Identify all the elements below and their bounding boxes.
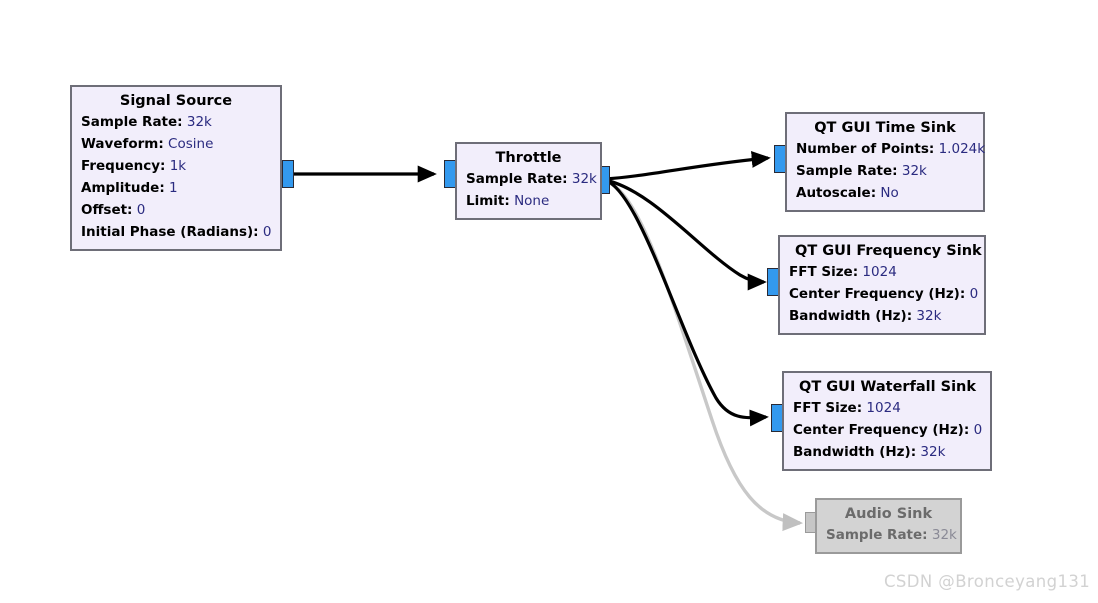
block-title: Throttle bbox=[495, 150, 562, 166]
param-key: Center Frequency (Hz): bbox=[793, 422, 970, 438]
block-title: Audio Sink bbox=[844, 506, 933, 522]
param-row: Waveform: Cosine bbox=[81, 133, 271, 155]
param-key: Center Frequency (Hz): bbox=[789, 286, 966, 302]
param-value: 32k bbox=[571, 171, 597, 187]
param-value: 32k bbox=[186, 114, 212, 130]
param-value: 0 bbox=[262, 224, 272, 240]
param-row: Sample Rate: 32k bbox=[466, 168, 597, 190]
port-signal-source-out[interactable] bbox=[282, 160, 294, 188]
param-row: Autoscale: No bbox=[796, 182, 974, 204]
block-title: Signal Source bbox=[119, 93, 233, 109]
param-row: FFT Size: 1024 bbox=[789, 261, 975, 283]
param-key: Autoscale: bbox=[796, 185, 877, 201]
param-row: Number of Points: 1.024k bbox=[796, 138, 985, 160]
block-title: QT GUI Waterfall Sink bbox=[799, 379, 977, 395]
param-key: FFT Size: bbox=[789, 264, 859, 280]
param-key: Bandwidth (Hz): bbox=[793, 444, 917, 460]
param-key: Sample Rate: bbox=[466, 171, 568, 187]
param-row: Amplitude: 1 bbox=[81, 177, 271, 199]
param-value: Cosine bbox=[168, 136, 214, 152]
param-key: Initial Phase (Radians): bbox=[81, 224, 259, 240]
param-key: FFT Size: bbox=[793, 400, 863, 416]
block-qt-gui-time-sink[interactable]: QT GUI Time Sink Number of Points: 1.024… bbox=[785, 112, 985, 212]
param-value: 32k bbox=[901, 163, 927, 179]
param-row: Center Frequency (Hz): 0 bbox=[789, 283, 978, 305]
param-row: Sample Rate: 32k bbox=[826, 524, 957, 546]
block-signal-source[interactable]: Signal Source Sample Rate: 32k Waveform:… bbox=[70, 85, 282, 251]
param-value: 0 bbox=[973, 422, 983, 438]
param-value: 1k bbox=[169, 158, 187, 174]
param-value: 1024 bbox=[866, 400, 901, 416]
param-value: None bbox=[514, 193, 550, 209]
param-value: 32k bbox=[916, 308, 942, 324]
param-value: 1.024k bbox=[938, 141, 986, 157]
block-audio-sink[interactable]: Audio Sink Sample Rate: 32k bbox=[815, 498, 962, 554]
param-row: Bandwidth (Hz): 32k bbox=[793, 441, 981, 463]
block-title: QT GUI Frequency Sink bbox=[795, 243, 982, 259]
param-value: 0 bbox=[969, 286, 979, 302]
connection-throttle-to-audio-sink[interactable] bbox=[604, 179, 804, 532]
connection-throttle-to-waterfall-sink[interactable] bbox=[604, 178, 769, 427]
connection-throttle-to-frequency-sink[interactable] bbox=[604, 178, 767, 291]
param-row: Sample Rate: 32k bbox=[796, 160, 974, 182]
param-row: Center Frequency (Hz): 0 bbox=[793, 419, 983, 441]
watermark-text: CSDN @Bronceyang131 bbox=[884, 572, 1091, 591]
param-value: 32k bbox=[931, 527, 957, 543]
param-key: Number of Points: bbox=[796, 141, 935, 157]
block-title: QT GUI Time Sink bbox=[814, 120, 956, 136]
param-row: Sample Rate: 32k bbox=[81, 111, 271, 133]
param-key: Amplitude: bbox=[81, 180, 165, 196]
param-key: Bandwidth (Hz): bbox=[789, 308, 913, 324]
param-key: Sample Rate: bbox=[796, 163, 898, 179]
param-value: 1024 bbox=[862, 264, 897, 280]
param-key: Limit: bbox=[466, 193, 510, 209]
param-row: Limit: None bbox=[466, 190, 591, 212]
param-key: Sample Rate: bbox=[81, 114, 183, 130]
param-row: Initial Phase (Radians): 0 bbox=[81, 221, 271, 243]
param-key: Sample Rate: bbox=[826, 527, 928, 543]
param-row: Bandwidth (Hz): 32k bbox=[789, 305, 975, 327]
connection-throttle-to-time-sink[interactable] bbox=[604, 151, 771, 181]
param-value: No bbox=[880, 185, 899, 201]
block-qt-gui-frequency-sink[interactable]: QT GUI Frequency Sink FFT Size: 1024 Cen… bbox=[778, 235, 986, 335]
param-value: 1 bbox=[169, 180, 178, 196]
param-row: Frequency: 1k bbox=[81, 155, 271, 177]
param-value: 0 bbox=[136, 202, 146, 218]
param-key: Waveform: bbox=[81, 136, 164, 152]
block-throttle[interactable]: Throttle Sample Rate: 32k Limit: None bbox=[455, 142, 602, 220]
param-row: FFT Size: 1024 bbox=[793, 397, 981, 419]
block-qt-gui-waterfall-sink[interactable]: QT GUI Waterfall Sink FFT Size: 1024 Cen… bbox=[782, 371, 992, 471]
param-value: 32k bbox=[920, 444, 946, 460]
param-key: Offset: bbox=[81, 202, 133, 218]
param-row: Offset: 0 bbox=[81, 199, 271, 221]
param-key: Frequency: bbox=[81, 158, 166, 174]
